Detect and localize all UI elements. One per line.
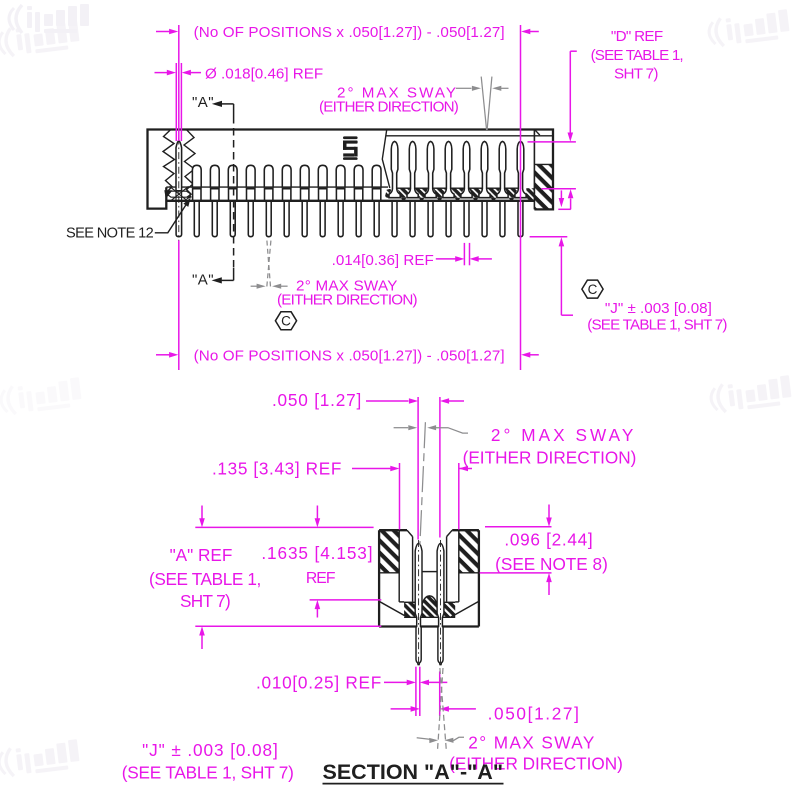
svg-text:.014[0.36] REF: .014[0.36] REF <box>332 252 434 269</box>
svg-text:(No OF POSITIONS x .050[1.27]): (No OF POSITIONS x .050[1.27]) - .050[1.… <box>194 24 505 41</box>
svg-text:SECTION "A"-"A": SECTION "A"-"A" <box>323 760 504 784</box>
svg-text:SHT 7): SHT 7) <box>614 65 658 82</box>
svg-text:(EITHER DIRECTION): (EITHER DIRECTION) <box>463 448 637 468</box>
svg-text:Ø .018[0.46] REF: Ø .018[0.46] REF <box>205 65 323 82</box>
svg-text:.050 [1.27]: .050 [1.27] <box>272 390 362 410</box>
svg-text:2° MAX SWAY: 2° MAX SWAY <box>468 733 595 753</box>
svg-text:REF: REF <box>306 570 336 587</box>
svg-text:(EITHER DIRECTION): (EITHER DIRECTION) <box>277 291 418 308</box>
svg-text:2° MAX SWAY: 2° MAX SWAY <box>296 277 398 294</box>
svg-text:C: C <box>588 282 598 297</box>
svg-text:(No OF POSITIONS x .050[1.27]): (No OF POSITIONS x .050[1.27]) - .050[1.… <box>194 347 505 364</box>
svg-text:(SEE TABLE 1,: (SEE TABLE 1, <box>149 569 261 589</box>
svg-text:SHT 7): SHT 7) <box>180 591 230 611</box>
svg-text:.096 [2.44]: .096 [2.44] <box>504 529 593 549</box>
svg-text:"A" REF: "A" REF <box>170 545 233 565</box>
svg-text:"J" ± .003 [0.08]: "J" ± .003 [0.08] <box>142 740 279 760</box>
svg-text:(EITHER DIRECTION): (EITHER DIRECTION) <box>319 99 459 116</box>
svg-text:(EITHER DIRECTION): (EITHER DIRECTION) <box>449 754 623 774</box>
svg-text:SEE NOTE 12: SEE NOTE 12 <box>66 226 154 242</box>
svg-text:(SEE TABLE 1,: (SEE TABLE 1, <box>591 47 683 64</box>
svg-text:.010[0.25] REF: .010[0.25] REF <box>256 672 382 692</box>
svg-text:(SEE NOTE 8): (SEE NOTE 8) <box>495 554 608 574</box>
svg-text:"J" ± .003 [0.08]: "J" ± .003 [0.08] <box>605 300 712 317</box>
svg-text:"A": "A" <box>192 94 214 111</box>
svg-text:C: C <box>281 314 291 329</box>
svg-text:.1635 [4.153]: .1635 [4.153] <box>261 543 373 563</box>
svg-text:.050[1.27]: .050[1.27] <box>488 703 581 723</box>
svg-text:.135 [3.43] REF: .135 [3.43] REF <box>212 458 342 478</box>
svg-text:2° MAX SWAY: 2° MAX SWAY <box>491 425 636 445</box>
svg-text:(SEE TABLE 1, SHT 7): (SEE TABLE 1, SHT 7) <box>587 316 727 333</box>
svg-text:"D" REF: "D" REF <box>611 28 663 45</box>
svg-text:"A": "A" <box>192 271 214 288</box>
svg-text:2° MAX SWAY: 2° MAX SWAY <box>337 84 458 101</box>
svg-text:(SEE TABLE 1, SHT 7): (SEE TABLE 1, SHT 7) <box>122 763 294 783</box>
